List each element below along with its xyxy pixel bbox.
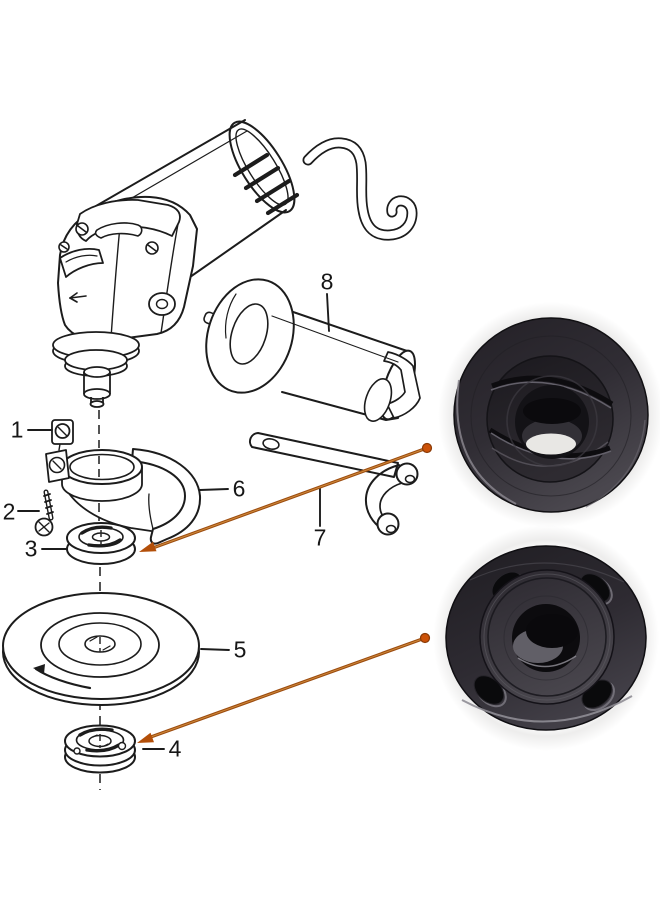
part-label-4: 4 bbox=[168, 735, 182, 762]
motor-housing-drawing bbox=[95, 119, 300, 299]
direction-mark bbox=[69, 292, 87, 303]
arrow-dot-1 bbox=[421, 442, 433, 454]
product-photo-flange-nut bbox=[433, 525, 659, 751]
callout-arrow-1 bbox=[139, 442, 433, 552]
pin-wrench-drawing bbox=[249, 432, 419, 536]
arrowhead-2 bbox=[137, 732, 154, 743]
side-handle-drawing bbox=[203, 278, 421, 422]
power-cord-drawing bbox=[302, 137, 418, 241]
arrow-dot-2 bbox=[419, 632, 431, 644]
part-label-2: 2 bbox=[2, 498, 16, 525]
part-label-3: 3 bbox=[24, 535, 38, 562]
callout-arrow-2 bbox=[137, 632, 431, 743]
leader-lines bbox=[17, 293, 330, 750]
clamp-nut-drawing bbox=[51, 419, 74, 445]
part-label-1: 1 bbox=[10, 416, 24, 443]
part-label-8: 8 bbox=[320, 268, 334, 295]
clamp-screw-drawing bbox=[34, 489, 54, 537]
arrowhead-1 bbox=[139, 541, 157, 552]
spindle-drawing bbox=[52, 331, 140, 408]
grinding-wheel-drawing bbox=[2, 592, 200, 706]
lock-nut-drawing bbox=[64, 724, 136, 774]
gear-head-drawing bbox=[57, 195, 198, 343]
part-label-5: 5 bbox=[233, 636, 247, 663]
product-photo-lock-nut bbox=[438, 302, 660, 528]
part-label-7: 7 bbox=[313, 524, 327, 551]
wheel-guard-drawing bbox=[45, 443, 202, 545]
part-label-6: 6 bbox=[232, 475, 246, 502]
head-screws bbox=[58, 222, 159, 255]
